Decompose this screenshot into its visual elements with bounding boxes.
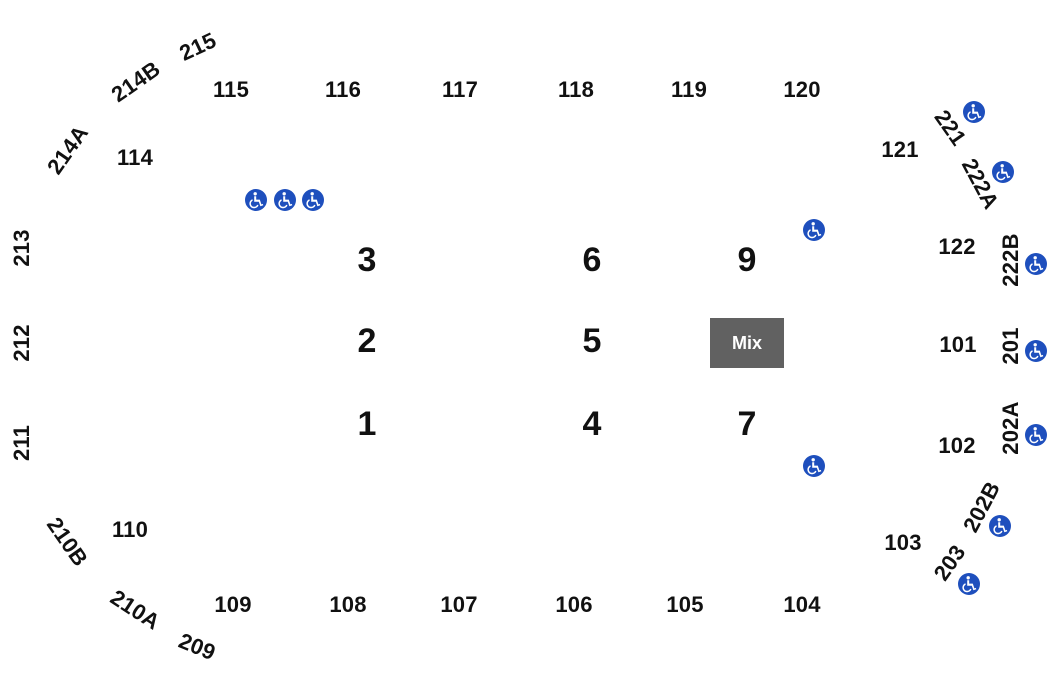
wheelchair-icon[interactable]	[992, 161, 1014, 183]
section-101[interactable]: 101	[939, 332, 977, 357]
section-119[interactable]: 119	[670, 77, 708, 102]
section-109[interactable]: 109	[214, 592, 252, 617]
mix-label: Mix	[731, 332, 762, 353]
section-102[interactable]: 102	[938, 433, 976, 458]
section-222b[interactable]: 222B	[998, 233, 1023, 287]
section-211[interactable]: 211	[9, 424, 34, 462]
wheelchair-icon[interactable]	[803, 455, 825, 477]
section-122[interactable]: 122	[938, 234, 976, 259]
section-214a[interactable]: 214A	[42, 120, 94, 179]
section-114[interactable]: 114	[116, 145, 154, 170]
section-210b[interactable]: 210B	[41, 512, 93, 571]
section-213[interactable]: 213	[9, 229, 34, 267]
section-209[interactable]: 209	[175, 627, 220, 666]
wheelchair-icon[interactable]	[989, 515, 1011, 537]
floor-section-6[interactable]: 6	[582, 241, 602, 279]
wheelchair-icon[interactable]	[1025, 340, 1047, 362]
section-202a[interactable]: 202A	[998, 401, 1023, 455]
section-110[interactable]: 110	[111, 517, 149, 542]
section-201[interactable]: 201	[998, 327, 1023, 365]
wheelchair-icon[interactable]	[958, 573, 980, 595]
wheelchair-icon[interactable]	[803, 219, 825, 241]
section-215[interactable]: 215	[175, 27, 220, 66]
wheelchair-icon[interactable]	[245, 189, 267, 211]
floor-section-1[interactable]: 1	[357, 405, 377, 443]
floor-section-3[interactable]: 3	[357, 241, 377, 279]
section-210a[interactable]: 210A	[106, 584, 165, 635]
wheelchair-icon[interactable]	[274, 189, 296, 211]
section-118[interactable]: 118	[557, 77, 595, 102]
section-117[interactable]: 117	[441, 77, 479, 102]
section-104[interactable]: 104	[783, 592, 821, 617]
section-120[interactable]: 120	[783, 77, 821, 102]
section-106[interactable]: 106	[555, 592, 593, 617]
floor-section-5[interactable]: 5	[582, 322, 602, 360]
section-214b[interactable]: 214B	[106, 56, 165, 108]
section-105[interactable]: 105	[666, 592, 704, 617]
floor-section-2[interactable]: 2	[357, 322, 377, 360]
wheelchair-icon[interactable]	[1025, 253, 1047, 275]
section-116[interactable]: 116	[324, 77, 362, 102]
floor-section-9[interactable]: 9	[737, 241, 757, 279]
section-212[interactable]: 212	[9, 324, 34, 362]
wheelchair-icon[interactable]	[1025, 424, 1047, 446]
section-121[interactable]: 121	[881, 137, 919, 162]
section-108[interactable]: 108	[329, 592, 367, 617]
floor-section-4[interactable]: 4	[582, 405, 602, 443]
wheelchair-icon[interactable]	[302, 189, 324, 211]
section-115[interactable]: 115	[212, 77, 250, 102]
mix-position: Mix	[710, 318, 784, 368]
section-107[interactable]: 107	[440, 592, 478, 617]
wheelchair-icon[interactable]	[963, 101, 985, 123]
section-103[interactable]: 103	[884, 530, 922, 555]
floor-section-7[interactable]: 7	[737, 405, 757, 443]
